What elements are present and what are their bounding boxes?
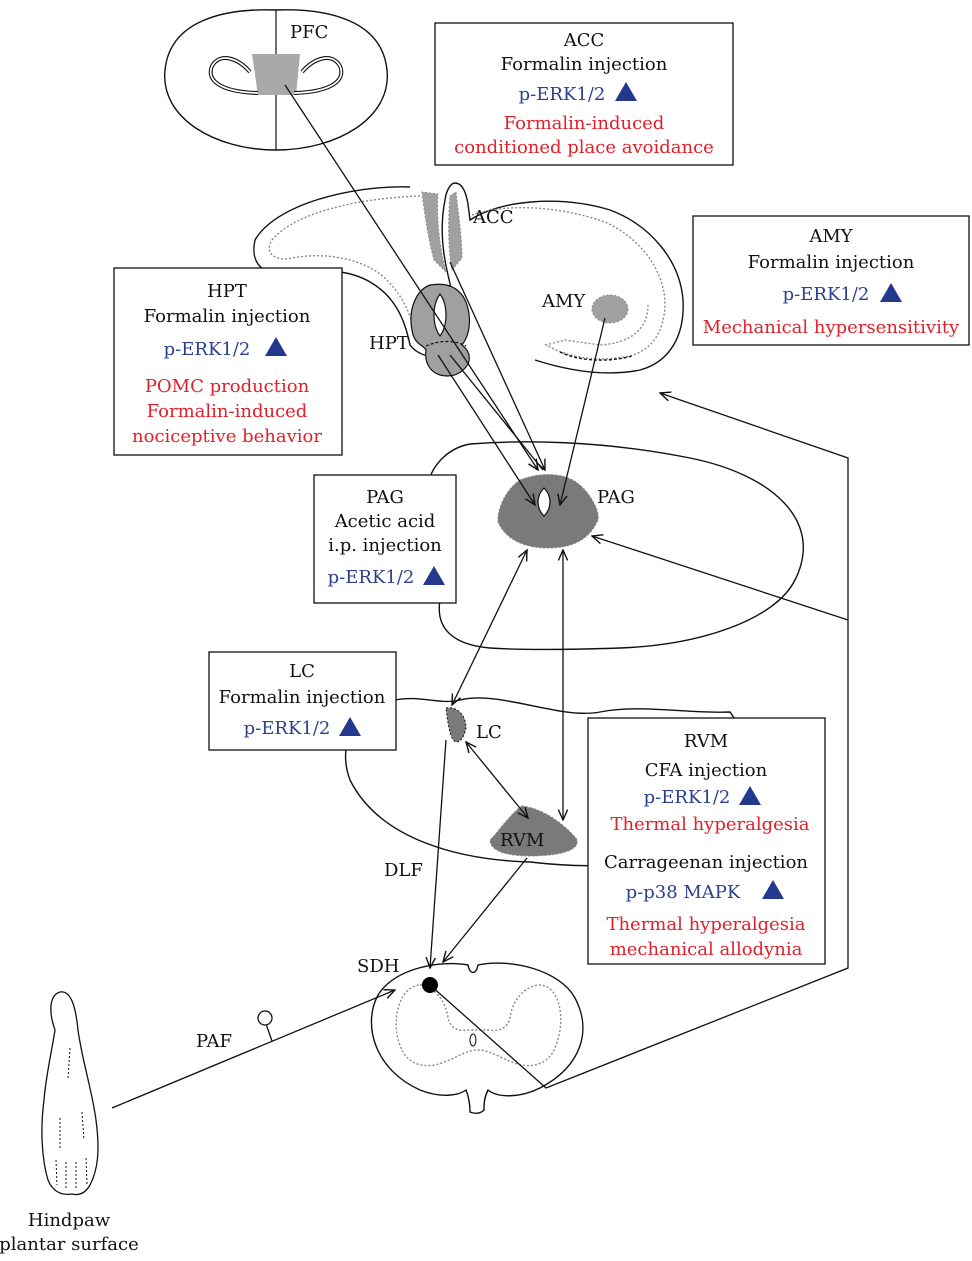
rvm-info-box: RVM CFA injection p-ERK1/2 Thermal hyper… (587, 717, 826, 965)
pag-label: PAG (597, 487, 635, 508)
acc-info-box: ACC Formalin injection p-ERK1/2 Formalin… (434, 22, 734, 166)
rvm-box-stimulus-2: Carrageenan injection (604, 852, 808, 873)
acc-box-effect-2: conditioned place avoidance (454, 137, 714, 158)
hpt-box-effect-3: nociceptive behavior (132, 426, 322, 447)
hpt-box-effect-2: Formalin-induced (147, 401, 308, 422)
acc-box-title: ACC (563, 30, 605, 51)
spinal-cord-section (370, 962, 584, 1115)
amy-box-stimulus: Formalin injection (748, 252, 915, 273)
hpt-to-pag-line-2 (449, 354, 544, 471)
pfc-label: PFC (290, 22, 328, 43)
hpt-box-title: HPT (207, 281, 247, 302)
amy-to-pag-line (560, 317, 606, 505)
hpt-box-effect-1: POMC production (145, 376, 310, 397)
hpt-info-box: HPT Formalin injection p-ERK1/2 POMC pro… (113, 267, 343, 456)
acc-up-triangle-icon (615, 82, 637, 101)
lc-label: LC (476, 722, 502, 743)
amy-region (591, 294, 629, 324)
paf-label: PAF (196, 1031, 232, 1052)
pfc-to-pag-line (284, 84, 538, 470)
rvm-box-effect-2b: mechanical allodynia (610, 939, 803, 960)
hindpaw-label-line1: Hindpaw (28, 1210, 111, 1231)
pag-box-stimulus-1: Acetic acid (334, 511, 436, 532)
acc-box-stimulus: Formalin injection (501, 54, 668, 75)
ascending-to-pag-line (592, 536, 849, 621)
hindpaw-label-line2: plantar surface (0, 1234, 139, 1255)
amy-label: AMY (541, 291, 586, 312)
connection-arrows (284, 84, 849, 1089)
rvm-box-title: RVM (684, 731, 728, 752)
amy-up-triangle-icon (880, 283, 902, 302)
pag-up-triangle-icon (423, 566, 445, 585)
pag-box-stimulus-2: i.p. injection (328, 535, 442, 556)
rvm-to-sdh-line (443, 857, 528, 962)
hpt-region (410, 283, 471, 377)
acc-box-marker: p-ERK1/2 (519, 84, 606, 105)
paf-fiber (111, 990, 395, 1109)
drg-ganglion (257, 1010, 273, 1026)
lc-box-title: LC (289, 661, 315, 682)
pag-box-title: PAG (366, 487, 404, 508)
dlf-label: DLF (384, 860, 423, 881)
pfc-shaded-area (252, 54, 300, 95)
rvm-box-effect-2a: Thermal hyperalgesia (606, 914, 805, 935)
acc-label: ACC (472, 207, 514, 228)
hpt-box-marker: p-ERK1/2 (164, 339, 251, 360)
hindpaw-drawing (41, 991, 99, 1196)
lc-box-marker: p-ERK1/2 (244, 718, 331, 739)
pag-lc-line (452, 550, 527, 705)
lc-info-box: LC Formalin injection p-ERK1/2 (208, 651, 397, 751)
sdh-label: SDH (357, 956, 399, 977)
rvm-up-triangle-icon-1 (739, 786, 761, 805)
midbrain-section (425, 441, 804, 651)
ganglion-stalk (265, 1023, 273, 1042)
lc-box-stimulus: Formalin injection (219, 687, 386, 708)
hpt-to-pag-line (437, 354, 535, 505)
pag-box-marker: p-ERK1/2 (328, 567, 415, 588)
lc-region (445, 707, 467, 743)
rvm-label: RVM (500, 830, 544, 851)
hpt-label: HPT (369, 333, 409, 354)
rvm-box-marker-1: p-ERK1/2 (644, 787, 731, 808)
lc-to-sdh-line (430, 739, 447, 968)
acc-to-pag-line (449, 261, 545, 470)
hpt-box-stimulus: Formalin injection (144, 306, 311, 327)
pag-info-box: PAG Acetic acid i.p. injection p-ERK1/2 (313, 474, 457, 604)
lc-up-triangle-icon (339, 717, 361, 736)
amy-box-marker: p-ERK1/2 (783, 284, 870, 305)
hpt-up-triangle-icon (265, 337, 287, 356)
rvm-up-triangle-icon-2 (762, 880, 784, 899)
ascending-tract-line (429, 393, 849, 1089)
acc-box-effect-1: Formalin-induced (504, 113, 665, 134)
amy-box-effect: Mechanical hypersensitivity (703, 317, 960, 338)
coronal-section-pfc (164, 9, 388, 151)
pag-region (497, 474, 599, 549)
amy-box-title: AMY (808, 226, 853, 247)
lc-rvm-line (466, 742, 528, 818)
rvm-box-stimulus-1: CFA injection (645, 760, 768, 781)
rvm-box-marker-2: p-p38 MAPK (626, 882, 741, 903)
rvm-box-effect-1: Thermal hyperalgesia (610, 814, 809, 835)
amy-info-box: AMY Formalin injection p-ERK1/2 Mechanic… (692, 215, 970, 346)
